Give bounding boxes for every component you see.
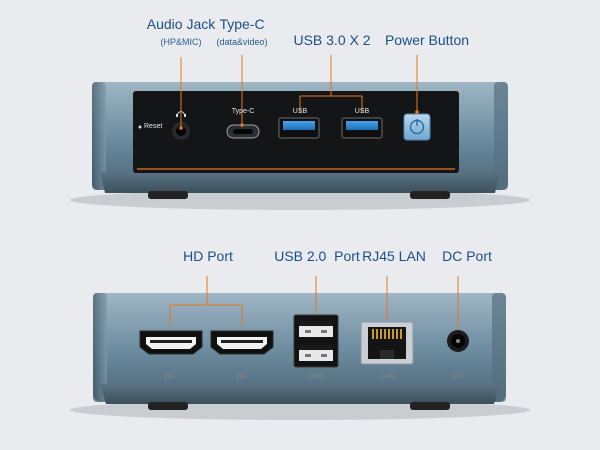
hd-port-callout: HD Port <box>183 248 233 264</box>
rear-view <box>70 276 530 420</box>
type-c-callout: Type-C <box>219 16 265 32</box>
reset-label: Reset <box>144 123 163 130</box>
type-c-panel-label: Type-C <box>231 108 255 115</box>
audio-jack-subcallout: (HP&MIC) <box>160 37 202 47</box>
hd-left-panel-label: HD <box>165 374 175 380</box>
usb-left-panel-label: USB <box>292 108 308 115</box>
audio-jack-callout: Audio Jack <box>146 16 216 32</box>
usb2-port-callout: USB 2.0 Port <box>274 248 360 264</box>
dc-port-callout: DC Port <box>442 248 492 264</box>
usb-panel-label: USB <box>309 374 323 380</box>
usb-right-panel-label: USB <box>354 108 370 115</box>
usb3-callout: USB 3.0 X 2 <box>293 32 371 48</box>
rj45-lan-callout: RJ45 LAN <box>362 248 426 264</box>
power-button-callout: Power Button <box>384 32 470 48</box>
type-c-subcallout: (data&video) <box>216 37 268 47</box>
lan-panel-label: LAN <box>381 374 395 380</box>
front-view <box>70 55 530 210</box>
hd-right-panel-label: HD <box>237 374 247 380</box>
dc-panel-label: DC <box>453 374 463 380</box>
